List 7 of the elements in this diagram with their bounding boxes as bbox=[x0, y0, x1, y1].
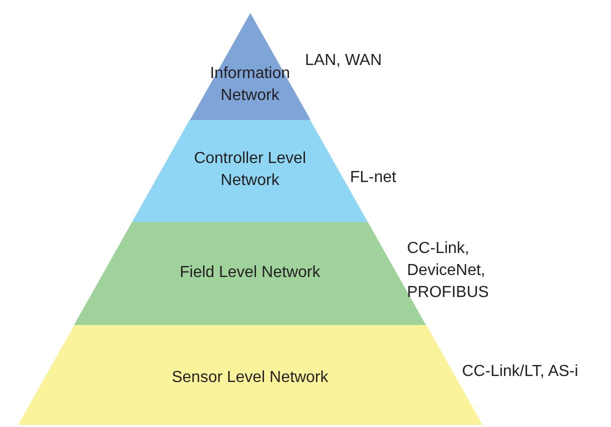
protocol-label: FL-net bbox=[350, 168, 398, 188]
level-title: Field Level Network bbox=[178, 263, 322, 283]
protocol-label: LAN, WAN bbox=[305, 51, 383, 71]
level-title: Sensor Level Network bbox=[170, 368, 330, 388]
protocol-label: CC-Link, DeviceNet, PROFIBUS bbox=[407, 239, 490, 303]
protocol-label: CC-Link/LT, AS-i bbox=[462, 362, 580, 382]
level-title: Controller Level Network bbox=[192, 149, 308, 191]
